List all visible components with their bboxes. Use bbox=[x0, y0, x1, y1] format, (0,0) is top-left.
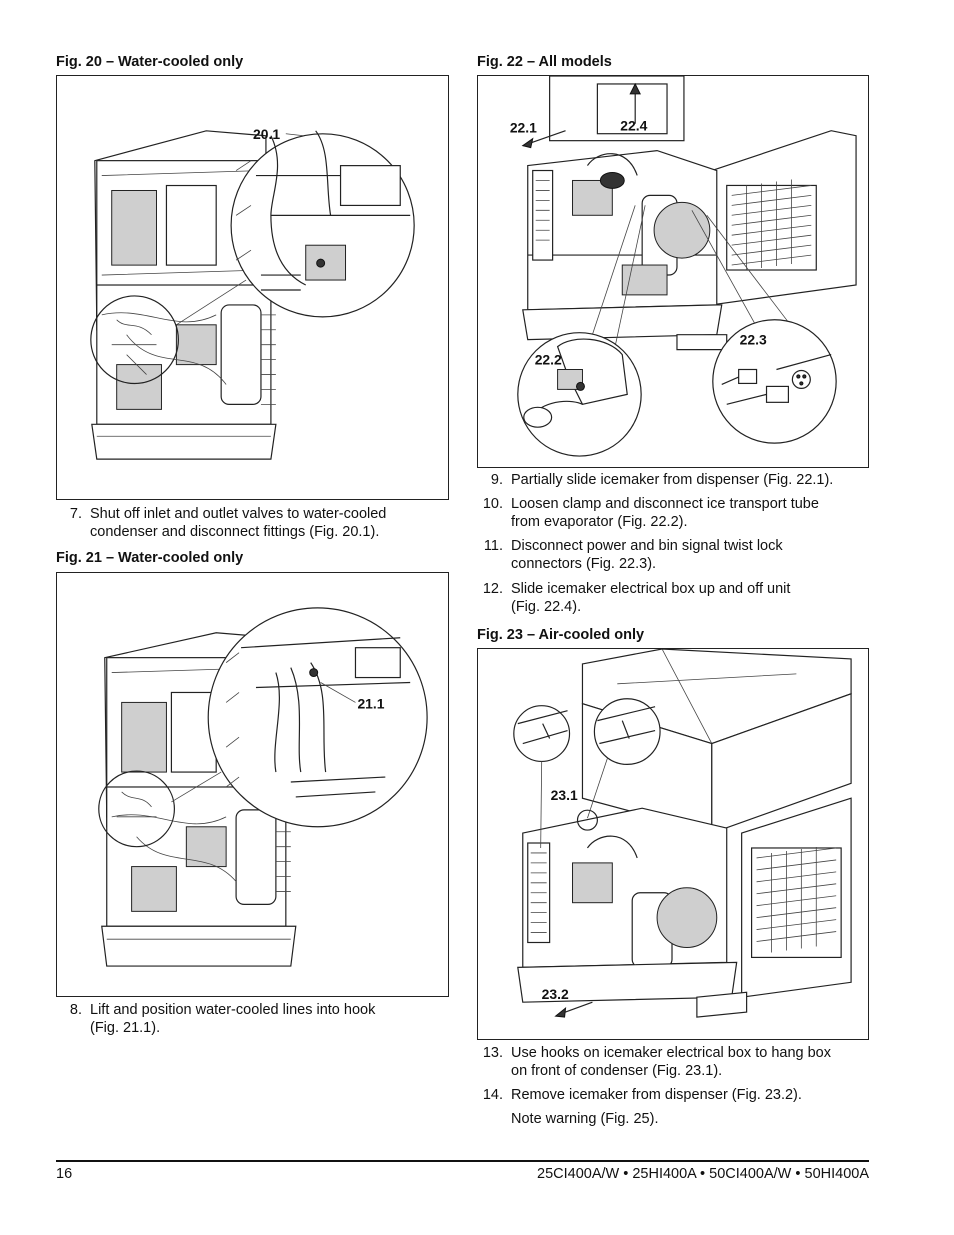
model-numbers: 25CI400A/W • 25HI400A • 50CI400A/W • 50H… bbox=[537, 1166, 869, 1182]
step-10-text: Loosen clamp and disconnect ice transpor… bbox=[511, 495, 819, 531]
step-11-line1: Disconnect power and bin signal twist lo… bbox=[511, 538, 783, 554]
step-11-number: 11. bbox=[483, 538, 503, 554]
step-14-text: Remove icemaker from dispenser (Fig. 23.… bbox=[511, 1087, 802, 1103]
fig20-drawing: 20.1 bbox=[90, 126, 415, 460]
fig23-callout-23-2: 23.2 bbox=[542, 986, 569, 1002]
fig23-drawing: 23.1 23.2 bbox=[513, 649, 852, 1018]
step-7-line1: Shut off inlet and outlet valves to wate… bbox=[90, 506, 387, 522]
step-13-line1: Use hooks on icemaker electrical box to … bbox=[511, 1045, 831, 1061]
fig21-callout: 21.1 bbox=[357, 695, 384, 711]
step-10-line1: Loosen clamp and disconnect ice transpor… bbox=[511, 496, 819, 512]
fig23-callout-23-1: 23.1 bbox=[551, 787, 578, 803]
step-10-line2: from evaporator (Fig. 22.2). bbox=[511, 514, 688, 530]
fig20-caption: Fig. 20 – Water-cooled only bbox=[56, 54, 244, 70]
step-11: 11. Disconnect power and bin signal twis… bbox=[477, 537, 869, 577]
fig22-callout-22-1: 22.1 bbox=[510, 120, 537, 136]
step-8: 8. Lift and position water-cooled lines … bbox=[56, 1001, 449, 1041]
fig20-callout: 20.1 bbox=[253, 126, 280, 142]
step-7-text: Shut off inlet and outlet valves to wate… bbox=[90, 505, 386, 541]
fig21-drawing: 21.1 bbox=[98, 607, 428, 967]
fig23-illustration: 23.1 23.2 bbox=[477, 648, 869, 1040]
step-9: 9. Partially slide icemaker from dispens… bbox=[477, 471, 869, 491]
fig23-caption: Fig. 23 – Air-cooled only bbox=[477, 627, 645, 643]
fig22-callout-22-3: 22.3 bbox=[740, 332, 767, 348]
step-8-line1: Lift and position water-cooled lines int… bbox=[90, 1002, 376, 1018]
fig22-drawing: 22.1 22.4 22.2 22.3 bbox=[510, 76, 857, 457]
step-12-line1: Slide icemaker electrical box up and off… bbox=[511, 581, 791, 597]
step-12-text: Slide icemaker electrical box up and off… bbox=[511, 580, 790, 616]
step-11-line2: connectors (Fig. 22.3). bbox=[511, 556, 657, 572]
step-10: 10. Loosen clamp and disconnect ice tran… bbox=[477, 495, 869, 535]
footer-rule bbox=[56, 1160, 869, 1162]
step-13-number: 13. bbox=[482, 1045, 503, 1061]
step-13: 13. Use hooks on icemaker electrical box… bbox=[477, 1044, 869, 1084]
fig22-callout-22-2: 22.2 bbox=[535, 352, 562, 368]
step-7: 7. Shut off inlet and outlet valves to w… bbox=[56, 505, 449, 545]
step-7-number: 7. bbox=[69, 506, 82, 522]
step-12: 12. Slide icemaker electrical box up and… bbox=[477, 580, 869, 620]
step-8-line2: (Fig. 21.1). bbox=[90, 1020, 161, 1036]
fig22-illustration: 22.1 22.4 22.2 22.3 bbox=[477, 75, 869, 468]
note-warning: Note warning (Fig. 25). bbox=[511, 1111, 659, 1127]
step-13-text: Use hooks on icemaker electrical box to … bbox=[511, 1044, 831, 1080]
step-14: 14. Remove icemaker from dispenser (Fig.… bbox=[477, 1086, 869, 1106]
fig22-caption: Fig. 22 – All models bbox=[477, 54, 612, 70]
fig21-illustration: 21.1 bbox=[56, 572, 449, 997]
step-8-text: Lift and position water-cooled lines int… bbox=[90, 1001, 375, 1037]
step-10-number: 10. bbox=[482, 496, 503, 512]
step-12-number: 12. bbox=[482, 581, 503, 597]
fig21-caption: Fig. 21 – Water-cooled only bbox=[56, 550, 244, 566]
step-12-line2: (Fig. 22.4). bbox=[511, 599, 582, 615]
step-13-line2: on front of condenser (Fig. 23.1). bbox=[511, 1063, 723, 1079]
step-9-number: 9. bbox=[490, 472, 503, 488]
step-7-line2: condenser and disconnect fittings (Fig. … bbox=[90, 524, 380, 540]
step-14-number: 14. bbox=[482, 1087, 503, 1103]
step-9-text: Partially slide icemaker from dispenser … bbox=[511, 472, 834, 488]
step-8-number: 8. bbox=[69, 1002, 82, 1018]
fig20-illustration: 20.1 bbox=[56, 75, 449, 500]
page-number: 16 bbox=[56, 1166, 73, 1182]
fig22-callout-22-4: 22.4 bbox=[620, 118, 647, 134]
step-11-text: Disconnect power and bin signal twist lo… bbox=[511, 537, 783, 573]
